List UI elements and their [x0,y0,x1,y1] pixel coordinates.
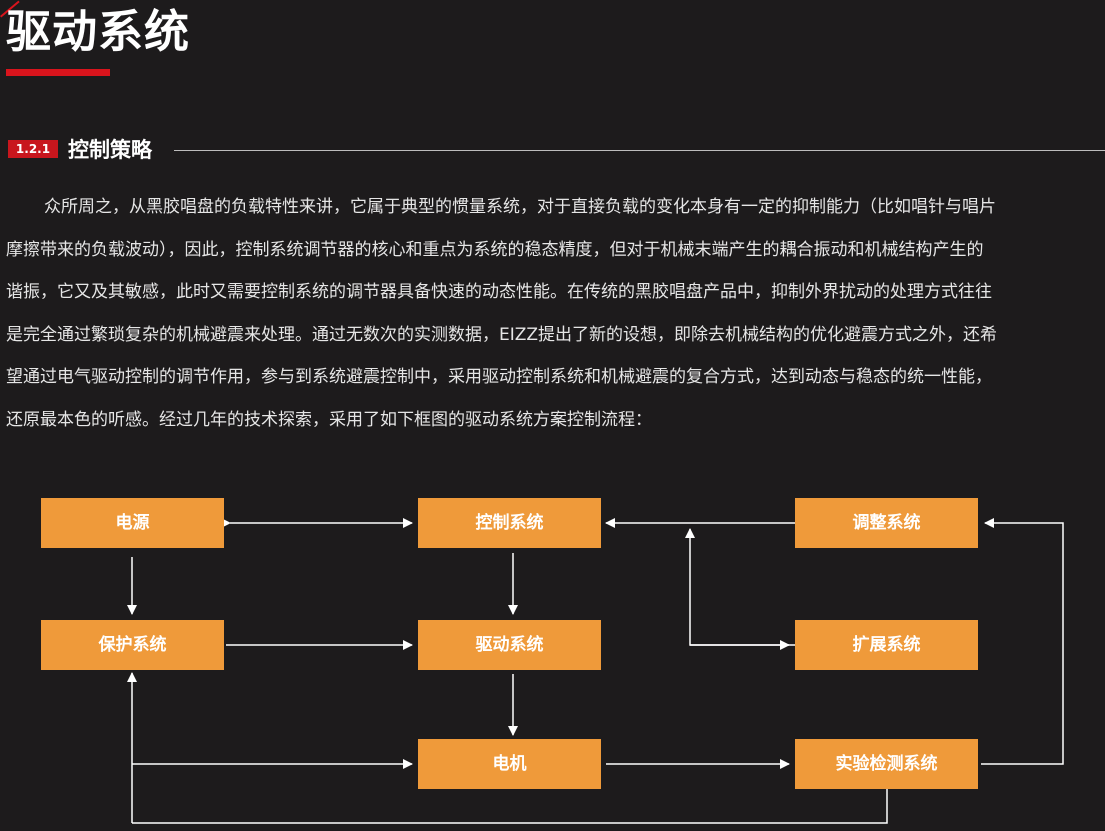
node-power: 电源 [41,498,224,548]
title-underline [6,69,110,76]
section-number-badge: 1.2.1 [8,140,58,158]
arrow-expand-control [685,528,795,646]
node-test-system: 实验检测系统 [795,739,978,789]
body-line: 还原最本色的听感。经过几年的技术探索，采用了如下框图的驱动系统方案控制流程： [6,409,652,430]
body-paragraph: 众所周之，从黑胶唱盘的负载特性来讲，它属于典型的惯量系统，对于直接负载的变化本身… [6,186,1105,441]
node-drive-system: 驱动系统 [418,620,601,670]
section-title: 控制策略 [68,138,152,162]
section-header: 1.2.1 控制策略 [6,136,1105,164]
flow-connectors [127,518,1064,824]
page-title: 驱动系统 [6,5,191,58]
section-divider [174,150,1105,151]
node-motor: 电机 [418,739,601,789]
arrow-test-adjust [981,518,1064,765]
flow-diagram: 电源 控制系统 调整系统 保护系统 驱动系统 扩展系统 电机 实验检测系统 [0,480,1105,831]
body-line: 谐振，它又及其敏感，此时又需要控制系统的调节器具备快速的动态性能。在传统的黑胶唱… [6,282,992,302]
body-line: 望通过电气驱动控制的调节作用，参与到系统避震控制中，采用驱动控制系统和机械避震的… [6,367,992,387]
arrow-test-loop [132,789,888,824]
body-line: 众所周之，从黑胶唱盘的负载特性来讲，它属于典型的惯量系统，对于直接负载的变化本身… [44,197,996,217]
node-expand-system: 扩展系统 [795,620,978,670]
node-control-system: 控制系统 [418,498,601,548]
node-adjust-system: 调整系统 [795,498,978,548]
node-protect-system: 保护系统 [41,620,224,670]
body-line: 是完全通过繁琐复杂的机械避震来处理。通过无数次的实测数据，EIZZ提出了新的设想… [6,324,998,345]
body-line: 摩擦带来的负载波动），因此，控制系统调节器的核心和重点为系统的稳态精度，但对于机… [6,239,984,260]
